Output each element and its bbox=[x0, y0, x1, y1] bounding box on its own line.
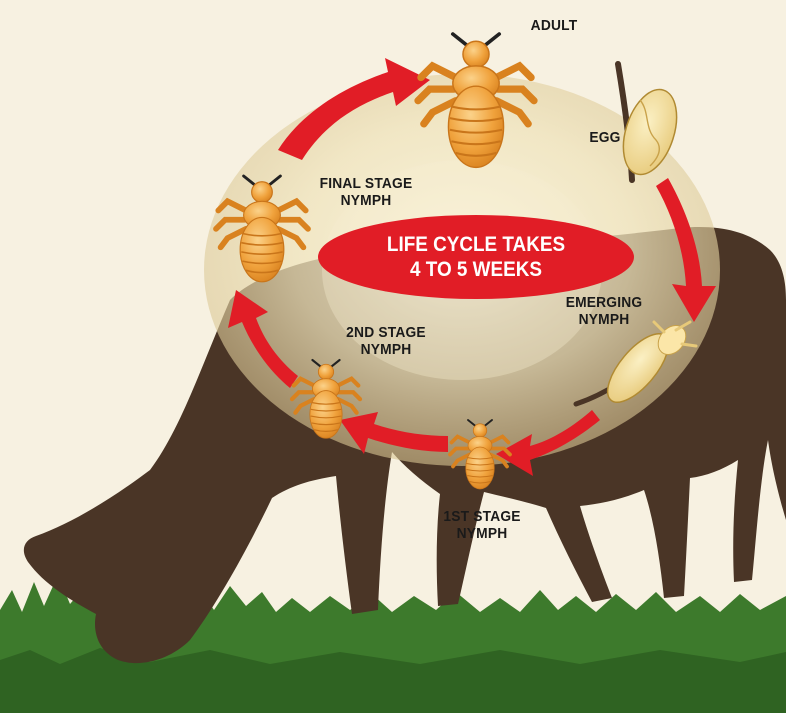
center-label: LIFE CYCLE TAKES 4 TO 5 WEEKS bbox=[359, 232, 593, 282]
center-label-line1: LIFE CYCLE TAKES bbox=[359, 232, 593, 257]
center-label-line2: 4 TO 5 WEEKS bbox=[359, 257, 593, 282]
label-egg-line1: EGG bbox=[589, 129, 620, 146]
label-second-line1: 2ND STAGE bbox=[334, 324, 437, 341]
label-final-line2: NYMPH bbox=[303, 192, 428, 209]
label-egg: EGG bbox=[577, 129, 632, 146]
label-first-line1: 1ST STAGE bbox=[430, 508, 533, 525]
label-final-line1: FINAL STAGE bbox=[303, 175, 428, 192]
label-emerging-nymph: EMERGING NYMPH bbox=[552, 294, 655, 328]
label-second-line2: NYMPH bbox=[334, 341, 437, 358]
label-second-stage-nymph: 2ND STAGE NYMPH bbox=[334, 324, 437, 358]
label-first-stage-nymph: 1ST STAGE NYMPH bbox=[430, 508, 533, 542]
label-adult-line1: ADULT bbox=[531, 17, 578, 34]
label-emerging-line1: EMERGING bbox=[552, 294, 655, 311]
label-emerging-line2: NYMPH bbox=[552, 311, 655, 328]
label-first-line2: NYMPH bbox=[430, 525, 533, 542]
label-adult: ADULT bbox=[514, 17, 595, 34]
label-final-stage-nymph: FINAL STAGE NYMPH bbox=[303, 175, 428, 209]
